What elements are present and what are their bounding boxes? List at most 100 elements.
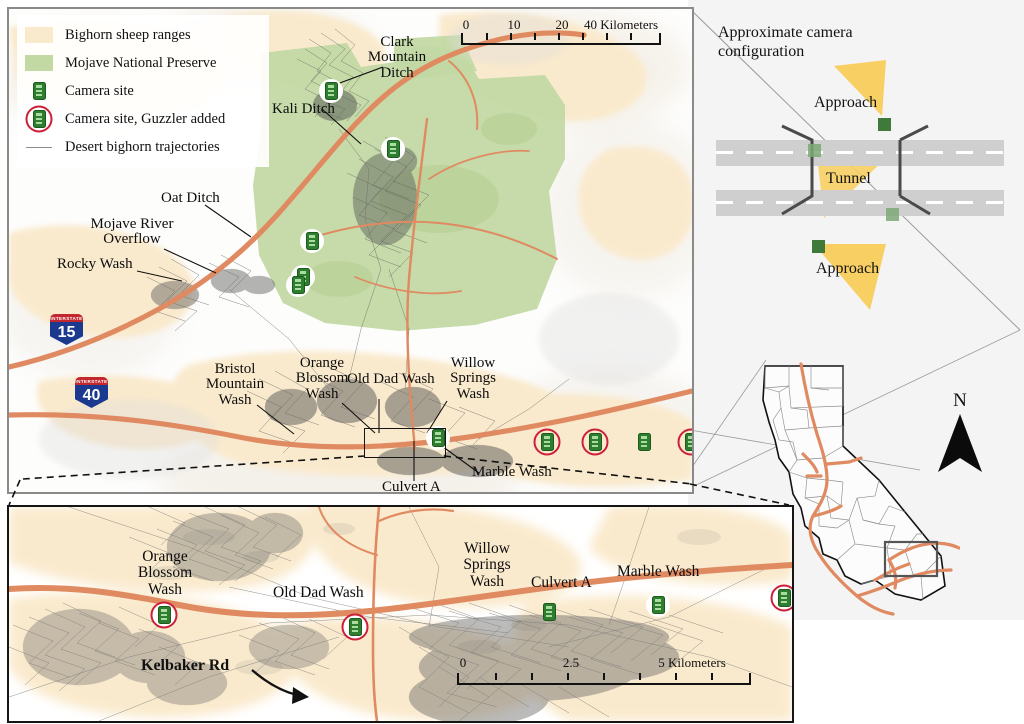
- label-mojave-river-overflow-text: Mojave River Overflow: [90, 216, 174, 248]
- roads-inset: [9, 507, 792, 721]
- legend-row-sheep-ranges: Bighorn sheep ranges: [25, 21, 261, 49]
- camera-icon: [25, 82, 53, 100]
- label-orange-blossom-wash: Orange Blossom Wash: [286, 355, 358, 402]
- camera-site-old-dad-wash[interactable]: [581, 428, 609, 456]
- legend-row-camera-site: Camera site: [25, 77, 261, 105]
- legend-swatch-sheep-ranges: [25, 27, 53, 43]
- label-culvert-a: Culvert A: [382, 479, 441, 494]
- config-camera-tunnel-upper: [808, 144, 821, 157]
- road-centerline-upper: [716, 151, 1004, 154]
- inset-scalebar-unit-label: 5 Kilometers: [658, 655, 726, 670]
- interstate-15-number: 15: [50, 322, 83, 345]
- inset-label-orange-blossom-wash: Orange Blossom Wash: [113, 548, 217, 598]
- config-camera-approach-bottom: [812, 240, 825, 253]
- label-willow-springs-wash: Willow Springs Wash: [441, 355, 505, 402]
- inset-label-marble-wash: Marble Wash: [617, 563, 700, 580]
- inset-label-marble-wash-text: Marble Wash: [617, 563, 700, 580]
- fence-funnel-lines: [781, 124, 931, 216]
- interstate-15-banner: INTERSTATE: [50, 314, 83, 324]
- inset-scalebar-tick-2-5: 2.5: [562, 655, 580, 670]
- kelbaker-road-label: Kelbaker Rd: [141, 657, 230, 674]
- legend-label-trajectories: Desert bighorn trajectories: [65, 138, 220, 155]
- label-marble-wash-text: Marble Wash: [472, 464, 552, 480]
- inset-camera-site-culvert-a[interactable]: [645, 592, 671, 618]
- inset-label-culvert-a-text: Culvert A: [531, 574, 592, 591]
- inset-label-old-dad-wash: Old Dad Wash: [273, 584, 364, 601]
- camera-configuration-diagram: Approximate camera configuration Approac…: [700, 18, 1020, 318]
- label-clark-mountain-ditch-text: Clark Mountain Ditch: [367, 34, 427, 81]
- scalebar-tick-20: 20: [555, 17, 569, 32]
- inset-camera-site-willow-springs-wash[interactable]: [536, 599, 562, 625]
- camera-configuration-title-line1: Approximate camera: [718, 24, 853, 41]
- fov-cone-approach-bottom: [814, 244, 886, 310]
- inset-scalebar: 0 2.5 5 Kilometers: [457, 655, 757, 685]
- inset-label-willow-springs-wash: Willow Springs Wash: [451, 540, 523, 590]
- fov-cone-approach-top: [834, 60, 886, 116]
- legend-row-trajectories: Desert bighorn trajectories: [25, 133, 261, 161]
- camera-site-culvert-a[interactable]: [632, 430, 656, 454]
- label-bristol-mountain-wash: Bristol Mountain Wash: [196, 361, 274, 408]
- camera-site-orange-blossom-wash[interactable]: [533, 428, 561, 456]
- label-kali-ditch-text: Kali Ditch: [272, 101, 335, 117]
- label-rocky-wash-text: Rocky Wash: [57, 256, 133, 272]
- study-area-locator-box: [883, 540, 939, 578]
- legend-row-preserve: Mojave National Preserve: [25, 49, 261, 77]
- camera-site-kali-ditch[interactable]: [381, 137, 405, 161]
- camera-configuration-title: Approximate camera configuration: [718, 24, 853, 62]
- label-orange-blossom-wash-text: Orange Blossom Wash: [295, 355, 349, 402]
- california-locator-map[interactable]: [745, 348, 961, 616]
- legend-row-camera-guzzler: Camera site, Guzzler added: [25, 105, 261, 133]
- legend-label-camera-guzzler: Camera site, Guzzler added: [65, 110, 226, 127]
- north-arrow-icon: [938, 414, 982, 472]
- interstate-40-shield: INTERSTATE 40: [73, 375, 110, 410]
- legend: Bighorn sheep ranges Mojave National Pre…: [17, 15, 269, 167]
- main-scalebar: 0 10 20 40 Kilometers: [461, 17, 661, 45]
- legend-swatch-preserve: [25, 55, 53, 71]
- scalebar-tick-10: 10: [507, 17, 521, 32]
- label-rocky-wash: Rocky Wash: [57, 256, 133, 272]
- interstate-40-line: [9, 388, 692, 450]
- interstate-40-banner: INTERSTATE: [75, 377, 108, 387]
- detail-area-box: [364, 428, 446, 458]
- config-label-tunnel: Tunnel: [826, 170, 871, 187]
- road-band-upper: [716, 140, 1004, 166]
- scalebar-tick-0: 0: [462, 17, 470, 32]
- detail-inset-map[interactable]: Orange Blossom Wash Old Dad Wash Willow …: [7, 505, 794, 723]
- legend-label-camera-site: Camera site: [65, 82, 134, 99]
- interstate-15-line: [9, 30, 587, 370]
- inset-camera-site-marble-wash[interactable]: [770, 584, 792, 612]
- roads-main: [9, 30, 692, 451]
- california-outline: [762, 362, 961, 616]
- legend-label-preserve: Mojave National Preserve: [65, 54, 217, 71]
- inset-camera-site-old-dad-wash[interactable]: [341, 613, 369, 641]
- legend-label-sheep-ranges: Bighorn sheep ranges: [65, 26, 191, 43]
- main-map[interactable]: Bighorn sheep ranges Mojave National Pre…: [7, 7, 694, 494]
- camera-configuration-title-line2: configuration: [718, 42, 805, 60]
- trajectory-line-icon: [25, 146, 53, 148]
- bighorn-trajectories-inset: [9, 507, 792, 721]
- camera-site-bristol-mountain-wash[interactable]: [426, 426, 450, 450]
- label-kali-ditch: Kali Ditch: [272, 101, 335, 117]
- label-oat-ditch: Oat Ditch: [161, 190, 220, 206]
- camera-site-marble-wash[interactable]: [677, 428, 692, 456]
- label-mojave-river-overflow: Mojave River Overflow: [87, 216, 177, 248]
- label-culvert-a-text: Culvert A: [382, 479, 441, 494]
- label-willow-springs-wash-text: Willow Springs Wash: [450, 355, 496, 402]
- interstate-15-shield: INTERSTATE 15: [48, 312, 85, 347]
- config-camera-approach-top: [878, 118, 891, 131]
- inset-camera-site-orange-blossom-wash[interactable]: [150, 601, 178, 629]
- north-arrow-label: N: [953, 390, 967, 411]
- scalebar-unit-label: 40 Kilometers: [583, 17, 659, 32]
- camera-site-clark-mountain-ditch[interactable]: [319, 79, 343, 103]
- inset-scalebar-tick-0: 0: [459, 655, 467, 670]
- inset-label-willow-springs-wash-text: Willow Springs Wash: [463, 540, 511, 590]
- label-old-dad-wash: Old Dad Wash: [347, 371, 435, 387]
- inset-label-old-dad-wash-text: Old Dad Wash: [273, 584, 364, 601]
- camera-site-oat-ditch[interactable]: [300, 229, 324, 253]
- camera-guzzler-icon: [25, 105, 53, 133]
- label-marble-wash: Marble Wash: [472, 464, 552, 480]
- road-centerline-lower: [716, 201, 1004, 204]
- interstate-40-number: 40: [75, 385, 108, 408]
- road-band-lower: [716, 190, 1004, 216]
- config-label-approach-top: Approach: [814, 94, 878, 111]
